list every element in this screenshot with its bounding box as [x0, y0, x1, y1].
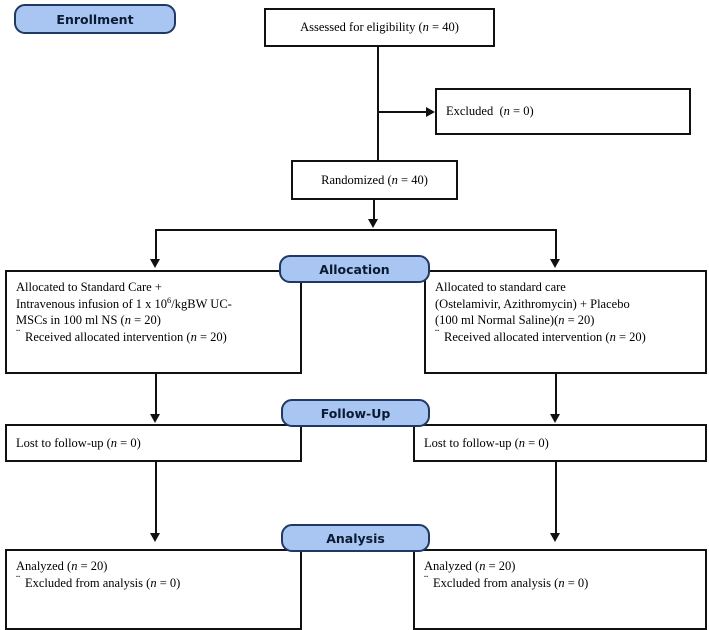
- stage-badge-allocation-label: Allocation: [319, 261, 390, 277]
- connector-alloc-left-to-followup: [155, 374, 157, 418]
- connector-to-excluded: [377, 111, 428, 113]
- randomized-text: Randomized (n = 40): [321, 172, 428, 187]
- stage-badge-analysis: Analysis: [281, 524, 430, 552]
- box-analysis-right: Analyzed (n = 20) ¨Excluded from analysi…: [413, 549, 707, 630]
- allocation-right-line4: ¨Received allocated intervention (n = 20…: [435, 326, 646, 344]
- arrowhead-followup-right-to-analysis: [550, 533, 560, 542]
- connector-randomized-down: [373, 200, 375, 223]
- box-randomized: Randomized (n = 40): [291, 160, 458, 200]
- connector-followup-left-to-analysis: [155, 462, 157, 537]
- allocation-left-line4: ¨Received allocated intervention (n = 20…: [16, 326, 227, 344]
- excluded-text: Excluded (n = 0): [446, 104, 534, 119]
- arrowhead-alloc-right-to-followup: [550, 414, 560, 423]
- allocation-left-line3: MSCs in 100 ml NS (n = 20): [16, 313, 161, 327]
- arrowhead-to-excluded: [426, 107, 435, 117]
- arrowhead-alloc-left-to-followup: [150, 414, 160, 423]
- analysis-left-line1: Analyzed (n = 20): [16, 559, 108, 573]
- connector-alloc-right-to-followup: [555, 374, 557, 418]
- stage-badge-analysis-label: Analysis: [326, 530, 385, 546]
- box-followup-right: Lost to follow-up (n = 0): [413, 424, 707, 462]
- arrowhead-split-left: [150, 259, 160, 268]
- connector-split-right: [555, 229, 557, 262]
- stage-badge-enrollment: Enrollment: [14, 4, 176, 34]
- stage-badge-enrollment-label: Enrollment: [56, 11, 134, 27]
- arrowhead-split-right: [550, 259, 560, 268]
- allocation-left-line1: Allocated to Standard Care +: [16, 280, 162, 294]
- stage-badge-followup-label: Follow-Up: [320, 405, 391, 421]
- arrowhead-followup-left-to-analysis: [150, 533, 160, 542]
- connector-allocation-split-bar: [155, 229, 557, 231]
- box-analysis-left: Analyzed (n = 20) ¨Excluded from analysi…: [5, 549, 302, 630]
- assessed-text: Assessed for eligibility (n = 40): [300, 20, 459, 35]
- stage-badge-followup: Follow-Up: [281, 399, 430, 427]
- bullet-mark-icon: ¨: [16, 572, 21, 587]
- connector-followup-right-to-analysis: [555, 462, 557, 537]
- analysis-right-line1: Analyzed (n = 20): [424, 559, 516, 573]
- followup-right-text: Lost to follow-up (n = 0): [424, 435, 549, 450]
- allocation-right-line2: (Ostelamivir, Azithromycin) + Placebo: [435, 296, 630, 311]
- box-assessed-for-eligibility: Assessed for eligibility (n = 40): [264, 8, 495, 47]
- box-followup-left: Lost to follow-up (n = 0): [5, 424, 302, 462]
- analysis-left-line2: ¨Excluded from analysis (n = 0): [16, 572, 181, 590]
- bullet-mark-icon: ¨: [435, 326, 440, 341]
- allocation-right-line1: Allocated to standard care: [435, 280, 566, 294]
- allocation-right-line3: (100 ml Normal Saline)(n = 20): [435, 313, 595, 327]
- connector-assessed-to-randomized: [377, 47, 379, 169]
- box-allocation-right: Allocated to standard care (Ostelamivir,…: [424, 270, 707, 374]
- connector-split-left: [155, 229, 157, 262]
- stage-badge-allocation: Allocation: [279, 255, 430, 283]
- followup-left-text: Lost to follow-up (n = 0): [16, 435, 141, 450]
- analysis-right-line2: ¨Excluded from analysis (n = 0): [424, 572, 589, 590]
- bullet-mark-icon: ¨: [16, 326, 21, 341]
- allocation-left-line2: Intravenous infusion of 1 x 106/kgBW UC-: [16, 294, 232, 311]
- bullet-mark-icon: ¨: [424, 572, 429, 587]
- box-allocation-left: Allocated to Standard Care + Intravenous…: [5, 270, 302, 374]
- box-excluded: Excluded (n = 0): [435, 88, 691, 135]
- arrowhead-randomized-down: [368, 219, 378, 228]
